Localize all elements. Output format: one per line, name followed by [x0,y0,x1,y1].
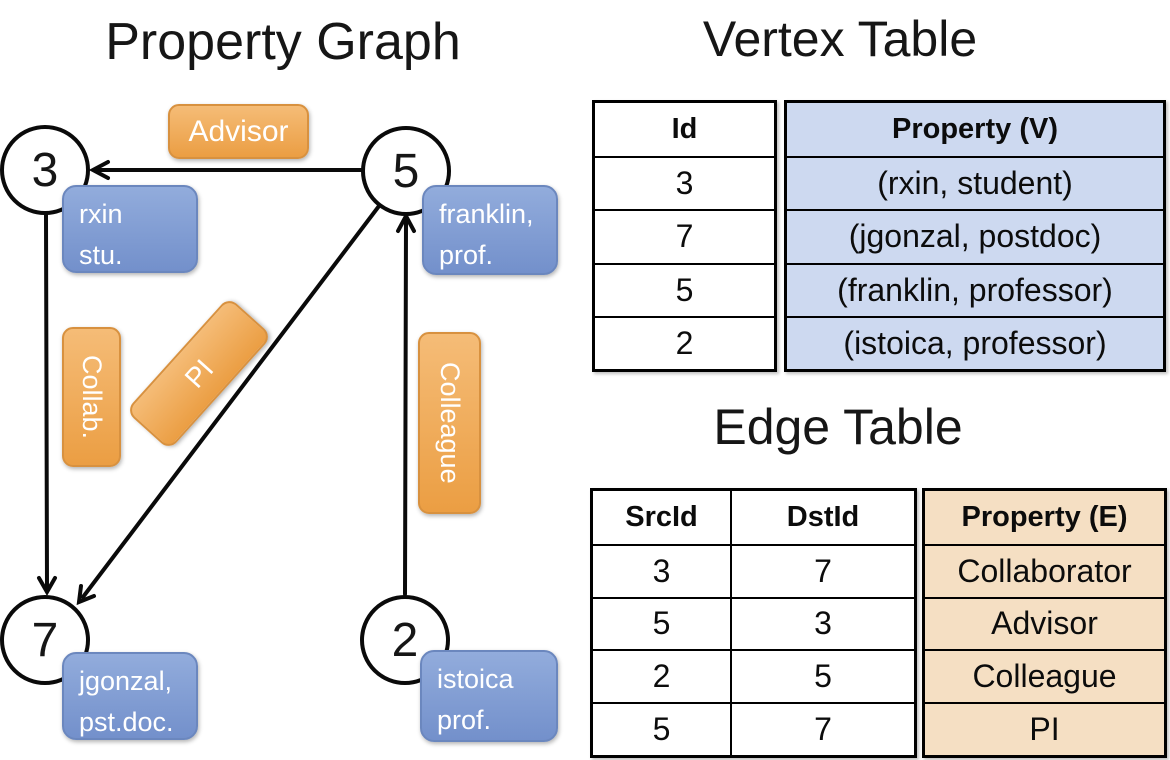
edge-label-collab: Collab. [62,327,121,467]
vertex-id-3: 3 [31,143,59,197]
edge-table-src-cell: 2 [593,649,730,702]
edge-table-property-cell: Colleague [925,649,1164,702]
vertex-table-property-column: Property (V) (rxin, student) (jgonzal, p… [784,100,1166,372]
edge-table-dst-cell: 5 [730,649,914,703]
vertex-label-rxin-line2: stu. [79,240,123,270]
edge-table-src-cell: 3 [593,543,730,597]
edge-table-src-dst-columns: SrcId DstId 3 7 5 3 2 5 5 7 [590,488,917,758]
edge-table-property-cell: Collaborator [925,543,1164,597]
vertex-label-jgonzal: jgonzal, pst.doc. [62,652,198,740]
vertex-label-istoica-line2: prof. [437,705,492,735]
vertex-table-property-cell: (istoica, professor) [787,315,1163,369]
edge-label-pi-text: PI [178,352,220,394]
edge-table-dst-cell: 7 [730,543,914,597]
vertex-label-franklin-line2: prof. [439,240,494,270]
vertex-table-id-cell: 7 [595,209,774,262]
vertex-label-rxin: rxin stu. [62,185,198,273]
edge-table-dst-cell: 3 [730,596,914,650]
edge-label-advisor: Advisor [168,104,309,159]
vertex-table-property-cell: (franklin, professor) [787,262,1163,316]
edge-table-property-column: Property (E) Collaborator Advisor Collea… [922,488,1167,758]
vertex-table-property-cell: (jgonzal, postdoc) [787,209,1163,262]
vertex-table-title: Vertex Table [702,11,978,67]
vertex-table-id-cell: 3 [595,156,774,209]
edge-table-src-header: SrcId [625,500,698,533]
vertex-label-franklin: franklin, prof. [422,185,558,275]
vertex-table-property-header: Property (V) [892,113,1058,146]
vertex-id-2: 2 [391,613,419,667]
vertex-table-property-cell: (rxin, student) [787,156,1163,209]
vertex-label-franklin-line1: franklin, [439,199,534,229]
edge-table-property-cell: PI [925,702,1164,755]
edge-table-property-header: Property (E) [961,500,1128,533]
vertex-label-rxin-line1: rxin [79,199,123,229]
vertex-id-5: 5 [392,144,420,198]
vertex-table-id-cell: 2 [595,315,774,369]
vertex-label-istoica-line1: istoica [437,664,514,694]
vertex-id-7: 7 [31,613,59,667]
edge-label-collab-text: Collab. [77,354,107,440]
edge-arrowhead-advisor [88,160,110,180]
edge-line-colleague [403,219,408,596]
edge-label-colleague-text: Colleague [435,362,465,484]
edge-line-collab [44,213,49,590]
property-graph-title: Property Graph [105,13,461,71]
vertex-label-istoica: istoica prof. [420,650,558,742]
edge-line-pi [81,204,381,599]
edge-table-property-cell: Advisor [925,596,1164,650]
edge-table-dst-header: DstId [730,491,914,544]
edge-table-src-cell: 5 [593,596,730,650]
vertex-table-id-cell: 5 [595,262,774,316]
edge-table-dst-cell: 7 [730,702,914,755]
vertex-label-jgonzal-line1: jgonzal, [79,666,173,696]
edge-arrowhead-collab [37,576,57,597]
vertex-table-id-header: Id [671,113,698,146]
edge-arrowhead-pi [76,584,96,606]
edge-table-title: Edge Table [713,399,963,455]
edge-label-advisor-text: Advisor [188,114,289,148]
vertex-label-jgonzal-line2: pst.doc. [79,707,174,737]
vertex-table-id-column: Id 3 7 5 2 [592,100,777,372]
edge-table-src-cell: 5 [593,702,730,755]
edge-label-colleague: Colleague [418,332,481,514]
